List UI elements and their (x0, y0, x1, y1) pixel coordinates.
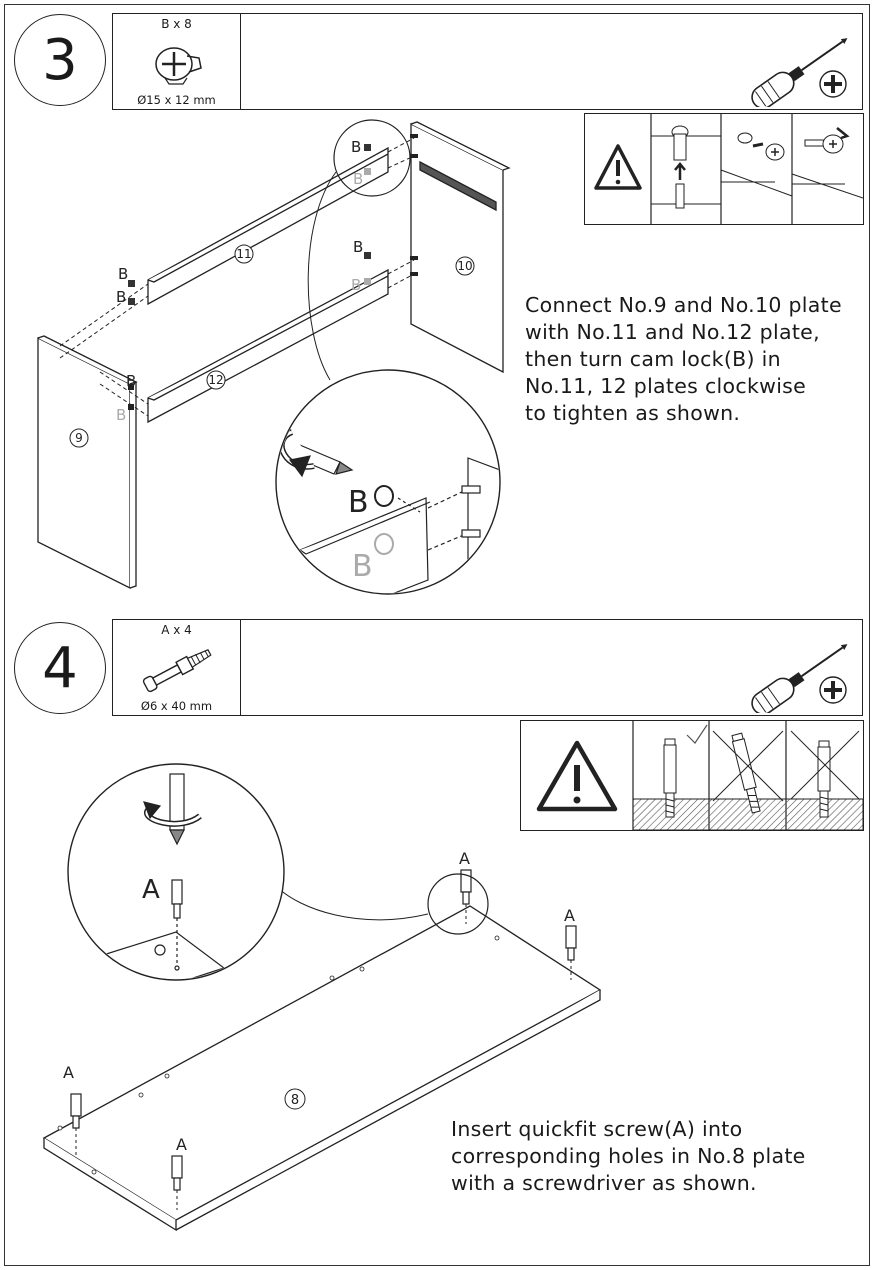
page-frame (4, 4, 870, 1266)
step-4-number: 4 (14, 622, 106, 714)
cam-label-large: B (348, 485, 369, 520)
plate-12-label: 12 (208, 373, 223, 387)
step-4-assembly-diagram: A A A A A 8 (42, 763, 602, 1232)
screw-label-large: A (142, 875, 160, 905)
part-a-dimensions: Ø6 x 40 mm (140, 699, 213, 713)
cam-label: B (126, 372, 136, 390)
cam-label: B (353, 238, 363, 256)
instruction-line: then turn cam lock(B) in (525, 347, 781, 371)
step-3-warning-table (584, 113, 864, 225)
cam-label: B (116, 288, 126, 306)
plate-8-label: 8 (291, 1093, 299, 1108)
step-4-parts-bar: A x 4 Ø6 x 40 mm (112, 619, 863, 716)
part-b-dimensions: Ø15 x 12 mm (137, 93, 216, 107)
screw-label: A (63, 1063, 74, 1082)
correct-installation-icon (663, 724, 708, 818)
cam-insert-step-icon (651, 125, 721, 209)
quickfit-screw-icon (142, 649, 212, 693)
cam-label: B (351, 138, 361, 156)
cam-label-large-hidden: B (352, 549, 373, 584)
step-3-parts-bar: B x 8 Ø15 x 12 mm (112, 13, 863, 110)
step-3-assembly-diagram: 11 12 10 9 B B B B B B B B (37, 119, 511, 595)
step-4-part-cell: A x 4 Ø6 x 40 mm (113, 620, 241, 715)
screw-detail-zoom: A (67, 763, 285, 981)
screw-label: A (176, 1135, 187, 1154)
instruction-line: with a screwdriver as shown. (451, 1171, 757, 1195)
instruction-line: corresponding holes in No.8 plate (451, 1144, 806, 1168)
step-4-warning-table (520, 720, 864, 831)
cam-label-hidden: B (351, 276, 361, 294)
part-a-quantity: A x 4 (161, 623, 192, 637)
incorrect-installation-icon (712, 730, 784, 814)
warning-icon (536, 740, 618, 812)
screw-label: A (459, 849, 470, 868)
cam-push-step-icon (720, 132, 793, 197)
step-4-instructions: Insert quickfit screw(A) into correspond… (451, 1116, 806, 1197)
cam-label: B (118, 265, 128, 283)
step-3-number: 3 (14, 14, 106, 106)
cam-tighten-step-icon (791, 127, 863, 199)
instruction-line: to tighten as shown. (525, 401, 741, 425)
screwdriver-icon (751, 644, 848, 713)
warning-icon (594, 144, 642, 190)
instruction-line: Insert quickfit screw(A) into (451, 1117, 743, 1141)
cam-lock-icon (155, 47, 202, 85)
cam-label-hidden: B (116, 406, 126, 424)
part-b-quantity: B x 8 (161, 17, 192, 31)
plate-10-label: 10 (457, 259, 472, 273)
instruction-line: with No.11 and No.12 plate, (525, 320, 820, 344)
cam-lock-detail-zoom: B B (275, 369, 501, 595)
screwdriver-icon (751, 38, 848, 107)
plate-9-label: 9 (75, 431, 83, 445)
step-3-instructions: Connect No.9 and No.10 plate with No.11 … (525, 292, 842, 427)
quickfit-screw (70, 869, 577, 1191)
instruction-line: No.11, 12 plates clockwise (525, 374, 807, 398)
incorrect-installation-icon (790, 730, 860, 818)
instruction-line: Connect No.9 and No.10 plate (525, 293, 842, 317)
cam-label-hidden: B (353, 170, 363, 188)
plate-11-label: 11 (236, 247, 251, 261)
screw-label: A (564, 906, 575, 925)
step-3-part-cell: B x 8 Ø15 x 12 mm (113, 14, 241, 109)
